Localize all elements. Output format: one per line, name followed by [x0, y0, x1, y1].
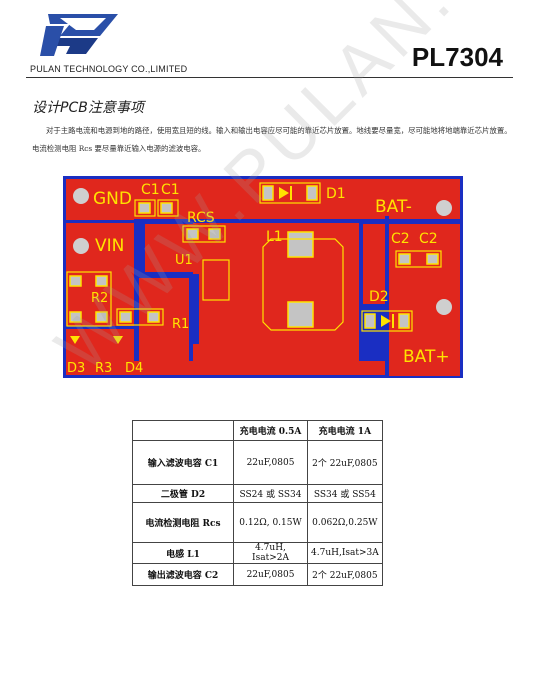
pcb-label-c1a: C1 [141, 182, 160, 198]
table-cell: 二极管 D2 [132, 484, 234, 503]
pcb-label-c1b: C1 [161, 182, 180, 198]
part-number: PL7304 [411, 42, 503, 72]
company-logo [40, 8, 120, 62]
pcb-label-u1: U1 [175, 253, 193, 268]
pcb-label-d1: D1 [326, 186, 346, 202]
table-cell: 0.062Ω,0.25W [307, 502, 383, 543]
pcb-label-r2: R2 [91, 291, 108, 306]
pcb-guideline-paragraph: 对于主路电流和电源到地的路径，使用宽且短的线。输入和输出电容应尽可能的靠近芯片放… [32, 126, 512, 153]
table-cell: 输出滤波电容 C2 [132, 563, 234, 586]
pcb-label-d4: D4 [125, 361, 143, 376]
pcb-label-l1: L1 [266, 229, 283, 245]
component-spec-table: 充电电流 0.5A 充电电流 1A 输入滤波电容 C1 22uF,0805 2个… [132, 420, 383, 586]
table-cell: 输入滤波电容 C1 [132, 440, 234, 485]
pcb-label-rcs: RCS [187, 210, 215, 226]
pcb-label-c2b: C2 [419, 231, 438, 247]
table-cell: 2个 22uF,0805 [307, 563, 383, 586]
section-title: 设计PCB注意事项 [32, 100, 144, 116]
table-row: 二极管 D2 SS24 或 SS34 SS34 或 SS54 [132, 484, 383, 503]
table-cell: 22uF,0805 [233, 563, 308, 586]
table-header-cell: 充电电流 0.5A [233, 420, 308, 441]
table-row: 电流检测电阻 Rcs 0.12Ω, 0.15W 0.062Ω,0.25W [132, 502, 383, 543]
pcb-label-vin: VIN [95, 236, 124, 256]
table-row: 输出滤波电容 C2 22uF,0805 2个 22uF,0805 [132, 563, 383, 586]
pcb-label-r3: R3 [95, 361, 112, 376]
table-header-row: 充电电流 0.5A 充电电流 1A [132, 420, 383, 441]
table-row: 输入滤波电容 C1 22uF,0805 2个 22uF,0805 [132, 440, 383, 485]
table-header-cell [132, 420, 234, 441]
table-cell: 22uF,0805 [233, 440, 308, 485]
table-header-cell: 充电电流 1A [307, 420, 383, 441]
header-rule [26, 77, 513, 78]
table-cell: 4.7uH, Isat>2A [233, 542, 308, 564]
table-cell: 4.7uH,Isat>3A [307, 542, 383, 564]
table-row: 电感 L1 4.7uH, Isat>2A 4.7uH,Isat>3A [132, 542, 383, 564]
company-name: PULAN TECHNOLOGY CO.,LIMITED [30, 64, 188, 74]
pcb-label-d3: D3 [67, 361, 85, 376]
table-cell: 电感 L1 [132, 542, 234, 564]
table-cell: 2个 22uF,0805 [307, 440, 383, 485]
pcb-label-gnd: GND [93, 189, 132, 209]
pcb-label-bat-minus: BAT- [375, 197, 412, 217]
table-cell: SS24 或 SS34 [233, 484, 308, 503]
pcb-label-d2: D2 [369, 289, 389, 305]
table-cell: 0.12Ω, 0.15W [233, 502, 308, 543]
pcb-label-bat-plus: BAT+ [403, 347, 450, 367]
pcb-layout-image: GND C1 C1 RCS D1 BAT- VIN U1 L1 C2 C2 R2… [63, 176, 463, 378]
pcb-label-c2a: C2 [391, 231, 410, 247]
table-cell: SS34 或 SS54 [307, 484, 383, 503]
table-cell: 电流检测电阻 Rcs [132, 502, 234, 543]
pcb-label-r1: R1 [172, 317, 189, 332]
